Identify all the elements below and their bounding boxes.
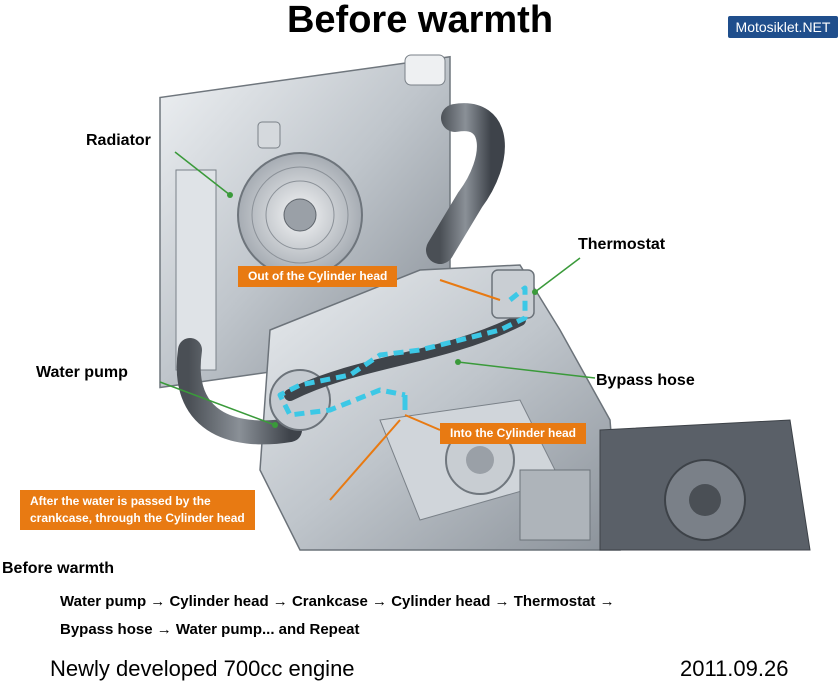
out-cylinder-head-callout: Out of the Cylinder head [238,266,398,287]
water-pump-leader [159,381,276,426]
bypass-leader [457,361,596,379]
lower-hose [176,338,302,445]
bypass-hose-label: Bypass hose [596,372,695,389]
engine-block [259,264,811,551]
summary-flow-line1: Water pump → Cylinder head → Crankcase →… [60,593,615,610]
into-cylinder-head-callout: Into the Cylinder head [440,423,587,444]
thermostat-leader [534,257,581,293]
watermark-badge: Motosiklet.NET [728,16,838,38]
page-title: Before warmth [286,0,554,41]
upper-hose [426,103,505,264]
after-water-callout: After the water is passed by the crankca… [20,490,255,530]
radiator-leader [174,151,231,196]
after-water-line1: After the water is passed by the [30,494,211,508]
after-water-line2: crankcase, through the Cylinder head [30,511,245,525]
summary-heading: Before warmth [2,560,115,577]
radiator-label: Radiator [86,132,151,149]
water-pump-label: Water pump [36,364,128,381]
thermostat-shape [491,269,535,319]
thermostat-label: Thermostat [578,236,666,253]
summary-flow-line2: Bypass hose → Water pump... and Repeat [60,621,360,638]
footer-engine-caption: Newly developed 700cc engine [50,656,355,681]
coolant-flow-path [277,285,528,418]
footer-date: 2011.09.26 [680,656,789,681]
